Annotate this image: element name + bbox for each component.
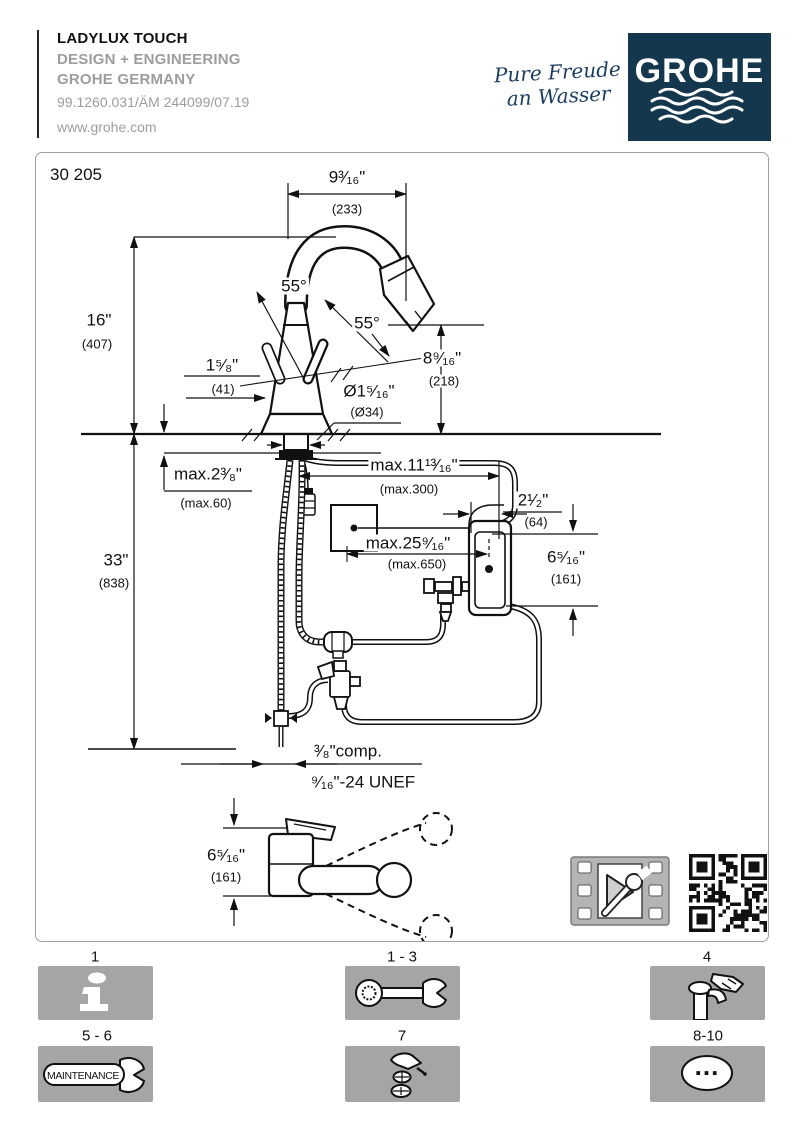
check-valve-fittings: [423, 576, 476, 622]
pictogram-maintenance: MAINTENANCE: [38, 1046, 153, 1102]
faucet-cleaning-icon: [688, 973, 744, 1021]
faucet-plan-view: [267, 812, 453, 941]
control-box: [330, 504, 472, 552]
film-strip-wrench-icon: [570, 856, 670, 926]
pictogram-label-2: 1 - 3: [386, 948, 418, 966]
cartridge-exploded-icon: [390, 1052, 427, 1098]
dim-spout-reach-mm: (233): [329, 201, 365, 217]
ellipsis-bubble-icon: ...: [681, 1051, 733, 1091]
dim-unit-height-mm: (161): [548, 571, 584, 587]
dimension-lines: [81, 183, 661, 926]
main-drawing-box: 30 205: [35, 152, 769, 942]
dim-swing-right: 55°: [352, 313, 382, 333]
dim-outlet-height-mm: (218): [426, 373, 462, 389]
header-subtitle-2: GROHE GERMANY: [57, 71, 196, 88]
pictogram-cleaning: [650, 966, 765, 1021]
dim-box-distance-in: max.11¹³⁄₁₆": [368, 455, 460, 475]
dim-base-depth-in: 6⁵⁄₁₆": [205, 845, 247, 865]
dim-height-in: 16": [84, 310, 114, 330]
angle-stop-valve: [316, 660, 361, 710]
pictogram-wrench: [345, 966, 460, 1020]
dim-swing-left: 55°: [279, 276, 309, 296]
dim-base-width-in: 1⁵⁄₈": [203, 355, 241, 375]
supply-hoses: [265, 450, 542, 747]
under-sink-control-unit: [467, 504, 513, 617]
pictogram-cartridge: [345, 1046, 460, 1102]
grohe-logo-text: GROHE: [634, 52, 765, 90]
dim-thread: ⁹⁄₁₆"-24 UNEF: [308, 772, 418, 792]
dim-deck-thickness-in: max.2³⁄₈": [172, 464, 244, 484]
pictogram-label-4: 5 - 6: [81, 1027, 113, 1045]
pictogram-more: ...: [650, 1046, 765, 1102]
info-icon: [80, 972, 108, 1011]
dim-base-depth-mm: (161): [208, 869, 244, 885]
dim-base-width-mm: (41): [209, 381, 237, 397]
dim-comp-fitting: ³⁄₈"comp.: [312, 741, 384, 761]
dim-height-mm: (407): [79, 336, 115, 352]
header-rule: [37, 30, 39, 138]
pictogram-info: [38, 966, 153, 1020]
grohe-waves-icon: [650, 88, 743, 124]
dim-wall-distance-in: 2¹⁄₂": [515, 490, 551, 510]
faucet: [259, 224, 436, 460]
technical-drawing: [81, 183, 767, 941]
ellipsis-text: ...: [695, 1051, 720, 1081]
pictogram-label-3: 4: [702, 948, 712, 966]
pictogram-label-6: 8-10: [692, 1027, 724, 1045]
dim-wall-distance-mm: (64): [522, 514, 550, 530]
qr-code: [689, 854, 767, 932]
dim-box-distance-mm: (max.300): [377, 481, 441, 497]
maintenance-wrench-icon: MAINTENANCE: [43, 1057, 145, 1093]
dim-supply-height-mm: (838): [96, 575, 132, 591]
pictogram-label-5: 7: [397, 1027, 407, 1045]
pictogram-label-1: 1: [90, 948, 100, 966]
brand-slogan: Pure Freude an Wasser: [487, 56, 629, 111]
website-link[interactable]: www.grohe.com: [57, 119, 157, 135]
grohe-logo: GROHE: [628, 33, 771, 141]
dim-outlet-height-in: 8⁹⁄₁₆": [420, 348, 464, 368]
dim-supply-height-in: 33": [101, 550, 131, 570]
page-title: LADYLUX TOUCH: [57, 30, 188, 47]
product-number: 30 205: [50, 165, 102, 184]
document-code: 99.1260.031/ÄM 244099/07.19: [57, 94, 250, 110]
dim-hose-length-mm: (max.650): [385, 556, 449, 572]
dim-spout-reach-in: 9³⁄₁₆": [326, 167, 368, 187]
dim-hole-diameter-in: Ø1⁵⁄₁₆": [341, 381, 397, 401]
maintenance-text: MAINTENANCE: [47, 1070, 119, 1082]
wrench-icon: [355, 978, 447, 1008]
dim-deck-thickness-mm: (max.60): [178, 495, 234, 511]
header-subtitle-1: DESIGN + ENGINEERING: [57, 51, 241, 68]
dim-hole-diameter-mm: (Ø34): [348, 404, 386, 420]
dim-unit-height-in: 6⁵⁄₁₆": [545, 547, 587, 567]
dim-hose-length-in: max.25⁹⁄₁₆": [363, 533, 453, 553]
